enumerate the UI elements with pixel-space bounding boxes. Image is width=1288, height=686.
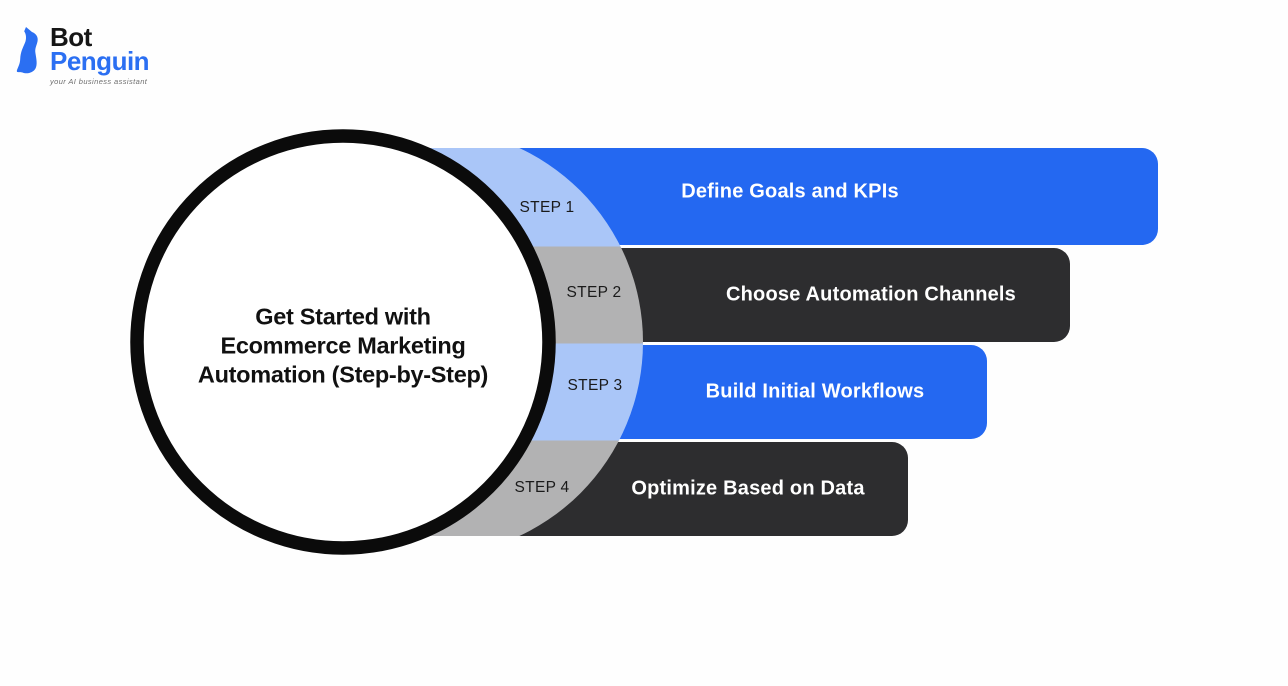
arc-label-step2: STEP 2 <box>566 284 622 301</box>
page-title-line1: Get Started with <box>255 303 431 330</box>
arc-label-step1: STEP 1 <box>519 199 575 216</box>
arc-label-step4: STEP 4 <box>514 479 570 496</box>
page-title-line2: Ecommerce Marketing <box>220 332 466 359</box>
step-bar-2-label: Choose Automation Channels <box>725 283 1017 306</box>
arc-label-step3: STEP 3 <box>567 377 623 394</box>
page-title: Get Started with Ecommerce Marketing Aut… <box>173 303 513 390</box>
logo-brand-top: Bot <box>50 22 92 52</box>
logo-brand-bottom: Penguin <box>50 46 150 76</box>
logo-tagline: your AI business assistant <box>50 77 148 86</box>
page-title-line3: Automation (Step-by-Step) <box>197 361 489 388</box>
step-bar-1-label: Define Goals and KPIs <box>681 180 899 203</box>
step-bar-3-label: Build Initial Workflows <box>705 380 925 403</box>
penguin-icon <box>16 27 38 74</box>
step-bar-4-label: Optimize Based on Data <box>631 477 865 500</box>
title-circle <box>130 129 556 555</box>
